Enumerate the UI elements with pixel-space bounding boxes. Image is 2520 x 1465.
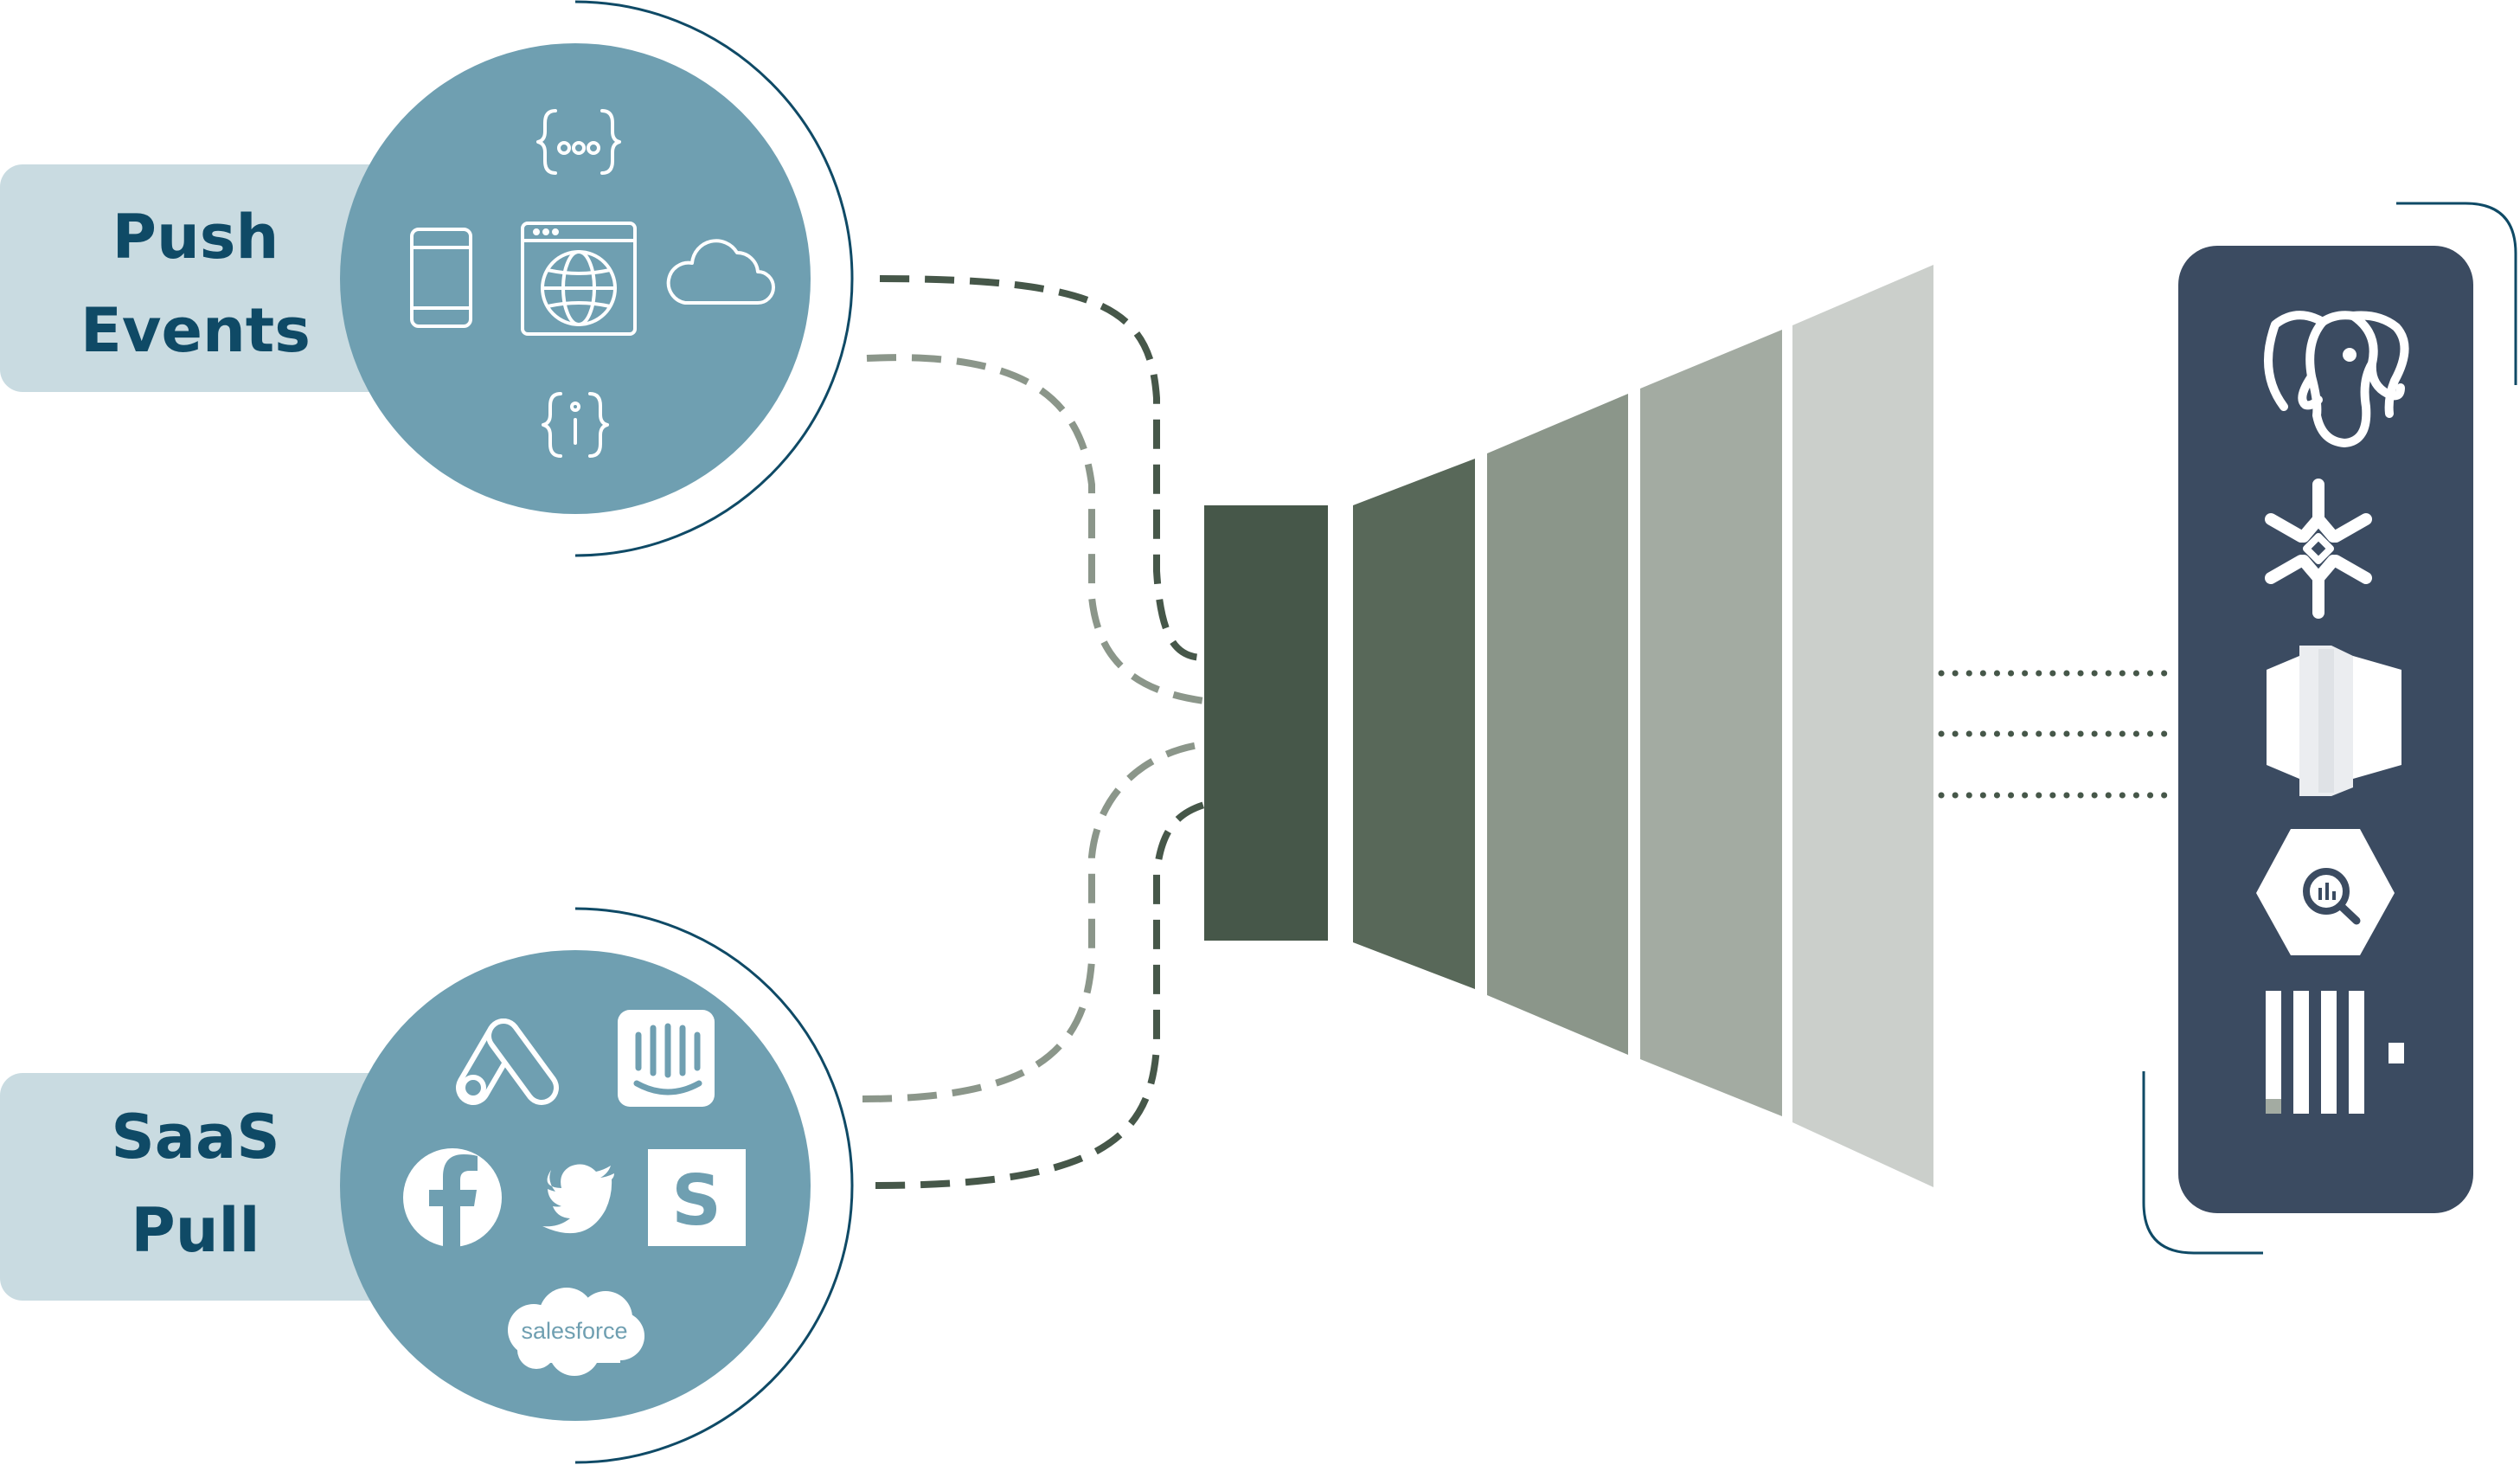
web-browser-globe-icon <box>521 222 637 336</box>
destinations-corner-bottom-left <box>2142 1071 2263 1255</box>
svg-text:S: S <box>671 1160 721 1241</box>
salesforce-logo-text: salesforce <box>521 1318 627 1344</box>
facebook-icon <box>403 1148 502 1247</box>
postgresql-icon <box>2264 311 2409 447</box>
intercom-icon <box>618 1010 715 1107</box>
saas-pull-outer-arc <box>574 907 854 1464</box>
funnel-stage-3 <box>1487 394 1628 1055</box>
push-events-circle <box>340 43 811 514</box>
source-connectors <box>862 275 1206 1189</box>
destinations-corner-top-right <box>2396 202 2517 385</box>
json-ellipsis-icon <box>536 109 621 175</box>
saas-pull-label-line1: SaaS <box>111 1102 279 1173</box>
twitter-icon <box>542 1164 614 1234</box>
destination-connectors <box>1938 670 2180 799</box>
saas-pull-source: SaaS Pull <box>0 907 854 1464</box>
snowflake-icon <box>2265 479 2372 619</box>
json-info-icon <box>542 392 609 458</box>
push-connector-outer <box>879 275 1205 661</box>
saas-pull-label-line2: Pull <box>131 1195 260 1266</box>
push-events-label-bg <box>0 164 450 392</box>
funnel-stage-2 <box>1353 459 1475 989</box>
push-events-label-line2: Events <box>80 295 311 366</box>
cloud-icon <box>666 239 775 305</box>
push-events-source: Push Events <box>0 0 854 557</box>
push-events-outer-arc <box>574 0 854 557</box>
saas-connector-outer <box>875 801 1206 1189</box>
saas-pull-label-bg <box>0 1073 450 1301</box>
funnel-stage-4 <box>1640 330 1782 1116</box>
salesforce-icon: salesforce <box>508 1288 644 1376</box>
clickhouse-icon <box>2266 991 2404 1114</box>
stripe-icon: S <box>648 1149 746 1246</box>
push-events-label-line1: Push <box>112 202 279 273</box>
funnel-stage-5 <box>1792 265 1933 1187</box>
mobile-phone-icon <box>410 228 472 328</box>
google-ads-icon <box>456 1018 559 1105</box>
push-connector-inner <box>866 354 1205 704</box>
pipeline-funnel <box>1204 265 1933 1187</box>
saas-connector-inner <box>862 741 1205 1102</box>
destinations-panel <box>2142 202 2517 1255</box>
google-bigquery-icon <box>2256 829 2395 955</box>
amazon-redshift-icon <box>2267 646 2401 796</box>
funnel-stage-1 <box>1204 505 1328 941</box>
